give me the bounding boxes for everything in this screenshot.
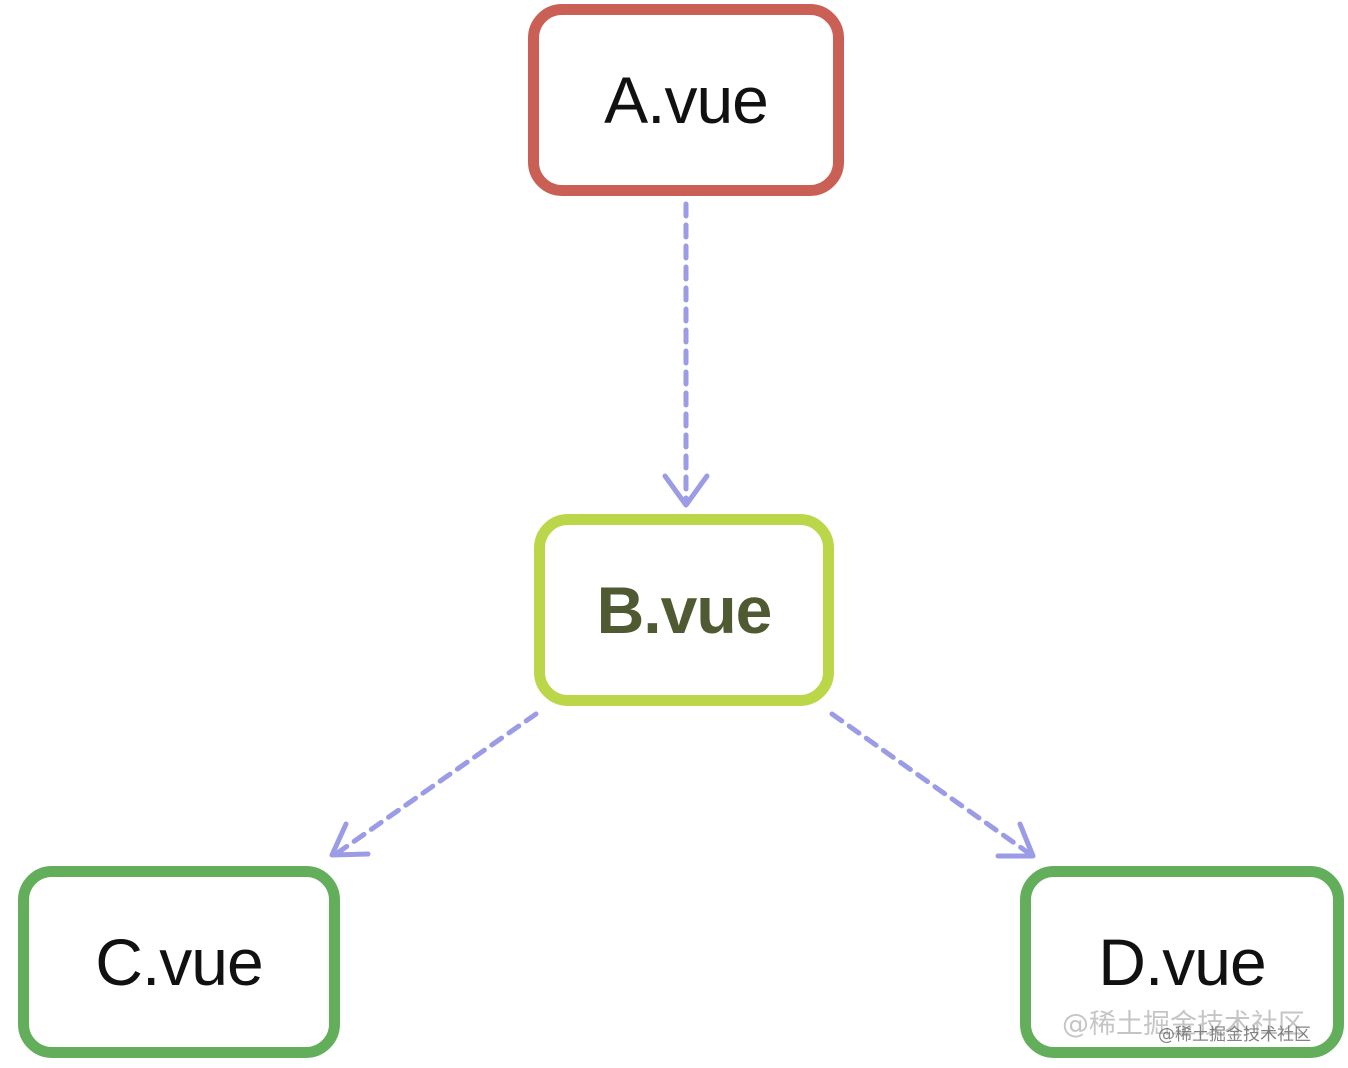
node-d-vue: D.vue bbox=[1020, 866, 1344, 1058]
watermark-small-text: @稀土掘金技术社区 bbox=[1158, 1025, 1311, 1045]
arrowhead-b bbox=[662, 473, 710, 508]
node-c-vue: C.vue bbox=[18, 866, 340, 1058]
node-a-vue: A.vue bbox=[528, 4, 844, 196]
arrowhead-c bbox=[329, 821, 371, 858]
node-d-label: D.vue bbox=[1098, 925, 1266, 999]
edge-b-to-d bbox=[829, 711, 1033, 857]
node-a-label: A.vue bbox=[604, 63, 769, 137]
arrowhead-d bbox=[995, 821, 1036, 859]
node-c-label: C.vue bbox=[95, 925, 263, 999]
watermark-large-text: @稀土掘金技术社区 bbox=[1062, 1009, 1305, 1040]
edge-b-to-c bbox=[333, 711, 539, 857]
node-b-label: B.vue bbox=[596, 573, 773, 647]
watermark: @稀土掘金技术社区 @稀土掘金技术社区 bbox=[1062, 1002, 1332, 1046]
node-b-vue: B.vue bbox=[534, 514, 834, 706]
